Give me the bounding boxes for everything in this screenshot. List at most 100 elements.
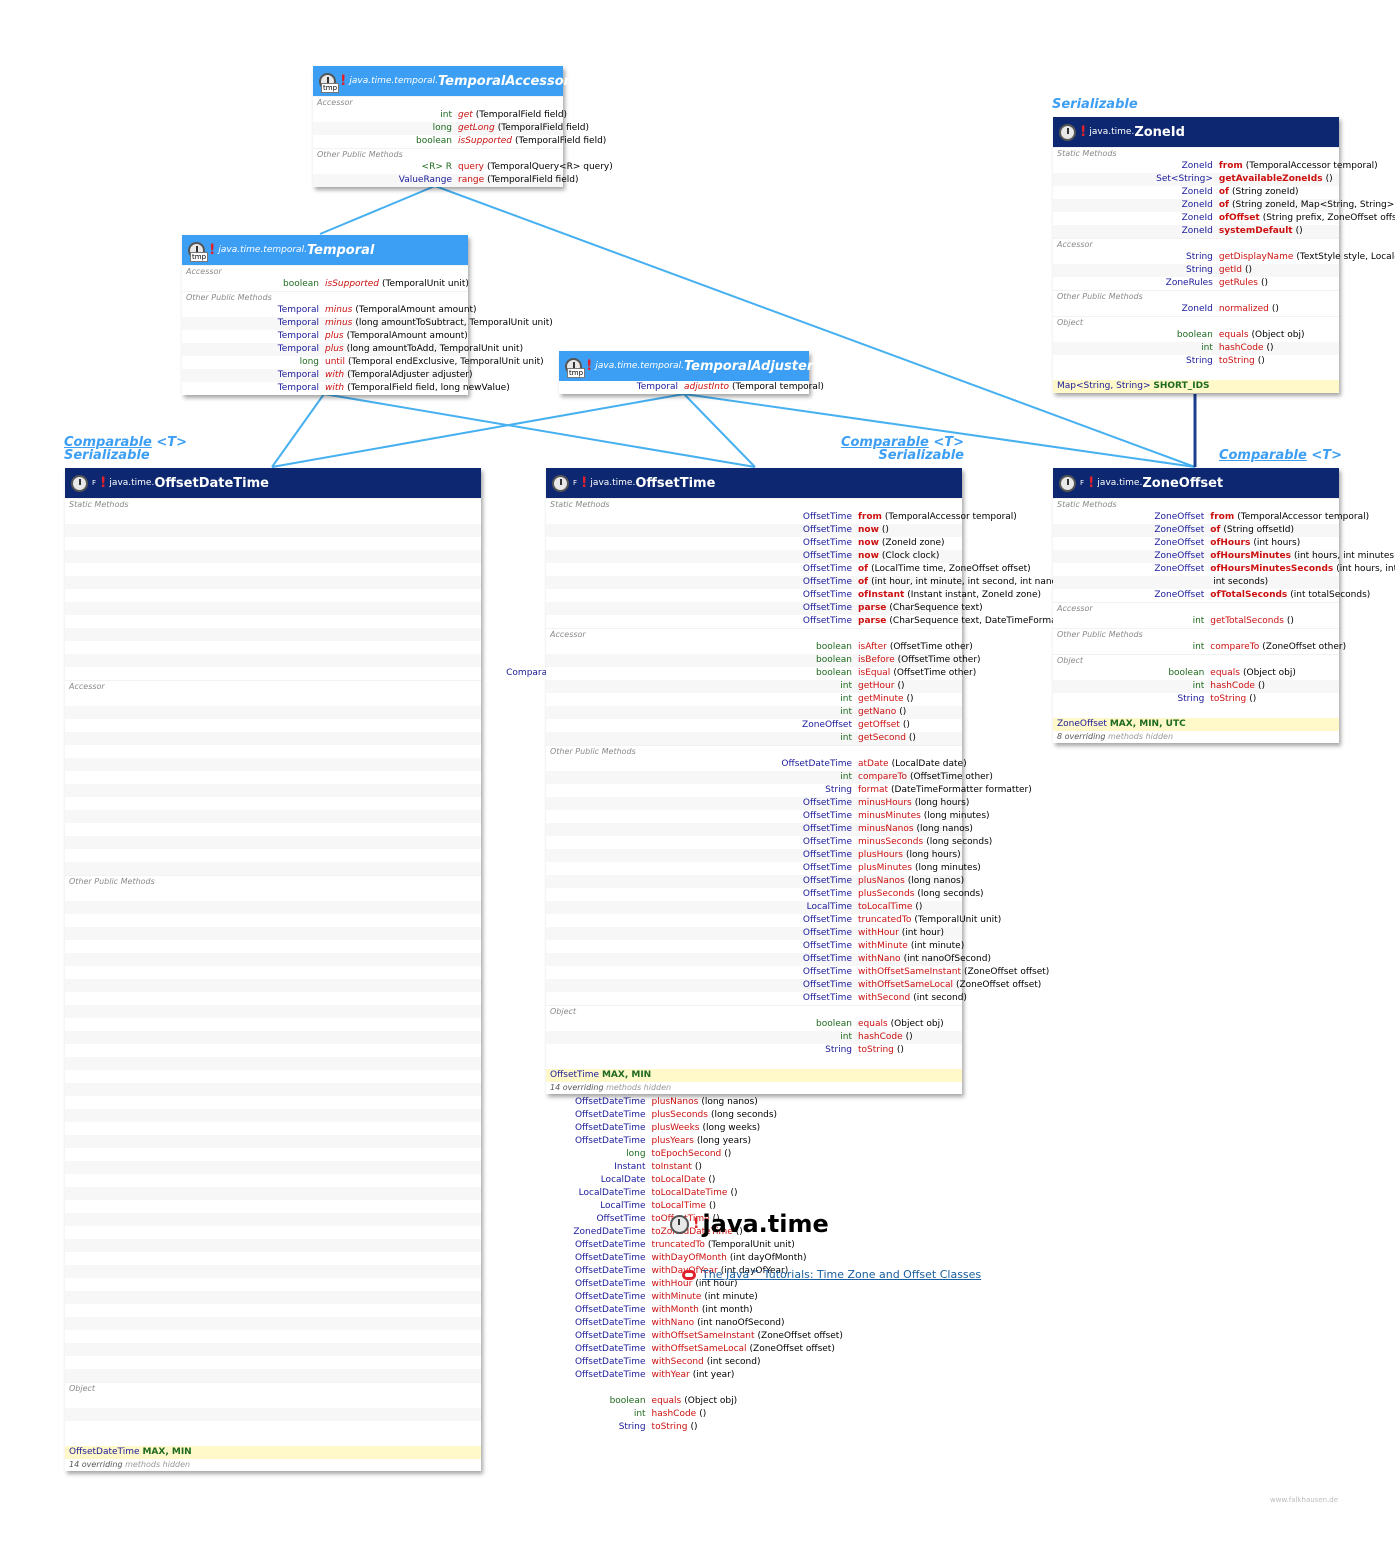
method-name[interactable]: toEpochSecond <box>651 1149 722 1159</box>
method-row[interactable]: ZonedDateTimeatZoneSameInstant(ZoneId zo… <box>65 888 806 901</box>
method-name[interactable]: withHour <box>651 1279 693 1289</box>
method-row[interactable]: intgetDayOfMonth() <box>65 719 733 732</box>
method-name[interactable]: minus <box>325 305 353 315</box>
method-row[interactable]: OffsetDateTimenow(Clock clock) <box>65 550 733 563</box>
method-name[interactable]: with <box>325 370 345 380</box>
method-name[interactable]: now <box>858 538 879 548</box>
method-name[interactable]: minusNanos <box>858 824 914 834</box>
method-row[interactable]: OffsetDateTimeminusMinutes(long minutes) <box>65 966 783 979</box>
method-name[interactable]: plus <box>325 331 344 341</box>
method-name[interactable]: toInstant <box>651 1162 692 1172</box>
method-name[interactable]: query <box>458 162 484 172</box>
method-name[interactable]: toLocalTime <box>651 1201 706 1211</box>
method-row[interactable]: OffsetDateTimenow() <box>65 524 682 537</box>
comparable-link[interactable]: Comparable <box>64 435 152 450</box>
method-name[interactable]: of <box>1210 525 1221 535</box>
method-name[interactable]: plusSeconds <box>858 889 915 899</box>
method-name[interactable]: now <box>858 551 879 561</box>
method-name[interactable]: plusYears <box>651 1136 694 1146</box>
method-name[interactable]: hashCode <box>1218 343 1264 353</box>
box-header[interactable]: tmp!java.time.temporal.TemporalAccessor <box>313 66 570 96</box>
class-name[interactable]: ZoneId <box>1134 124 1185 140</box>
method-name[interactable]: minusMinutes <box>858 811 921 821</box>
method-row[interactable]: Set<String>getAvailableZoneIds() <box>1053 173 1339 186</box>
method-row[interactable]: OffsetDateTimeminusYears(long years) <box>65 1031 760 1044</box>
method-name[interactable]: getRules <box>1218 278 1258 288</box>
method-name[interactable]: toString <box>1218 356 1255 366</box>
method-name[interactable]: from <box>1218 161 1243 171</box>
method-name[interactable]: plus <box>325 344 344 354</box>
class-name[interactable]: OffsetDateTime <box>154 475 269 491</box>
method-name[interactable]: getTotalSeconds <box>1210 616 1284 626</box>
method-row[interactable]: OffsetDateTimeof(LocalDateTime dateTime,… <box>65 563 868 576</box>
serializable-link[interactable]: Serializable <box>64 448 150 463</box>
method-name[interactable]: getDisplayName <box>1218 252 1294 262</box>
method-name[interactable]: withOffsetSameInstant <box>651 1331 755 1341</box>
method-row[interactable]: OffsetDateTimeof(int year, int month, in… <box>65 589 872 602</box>
method-row[interactable]: OffsetDateTimeplusMinutes(long minutes) <box>65 1070 774 1083</box>
method-row[interactable]: intgetDayOfYear() <box>65 745 724 758</box>
box-header[interactable]: tmp!java.time.temporal.Temporal <box>182 235 468 265</box>
class-name[interactable]: ZoneOffset <box>1142 475 1224 491</box>
method-name[interactable]: plusHours <box>858 850 903 860</box>
method-name[interactable]: withMinute <box>651 1292 702 1302</box>
method-name[interactable]: toString <box>651 1422 688 1432</box>
box-header[interactable]: F!java.time.OffsetDateTime <box>65 468 481 498</box>
method-name[interactable]: of <box>1218 200 1229 210</box>
serializable-link[interactable]: Serializable <box>878 448 964 463</box>
method-name[interactable]: truncatedTo <box>651 1240 705 1250</box>
method-row[interactable]: OffsetDateTimeminusHours(long hours) <box>65 953 763 966</box>
method-name[interactable]: truncatedTo <box>858 915 912 925</box>
method-row[interactable]: OffsetTimetoOffsetTime() <box>65 1213 720 1226</box>
serializable-link[interactable]: Serializable <box>1052 97 1138 112</box>
method-name[interactable]: hashCode <box>651 1409 697 1419</box>
method-name[interactable]: withMinute <box>858 941 908 951</box>
method-name[interactable]: toZonedDateTime <box>651 1227 733 1237</box>
class-name[interactable]: OffsetTime <box>635 475 716 491</box>
